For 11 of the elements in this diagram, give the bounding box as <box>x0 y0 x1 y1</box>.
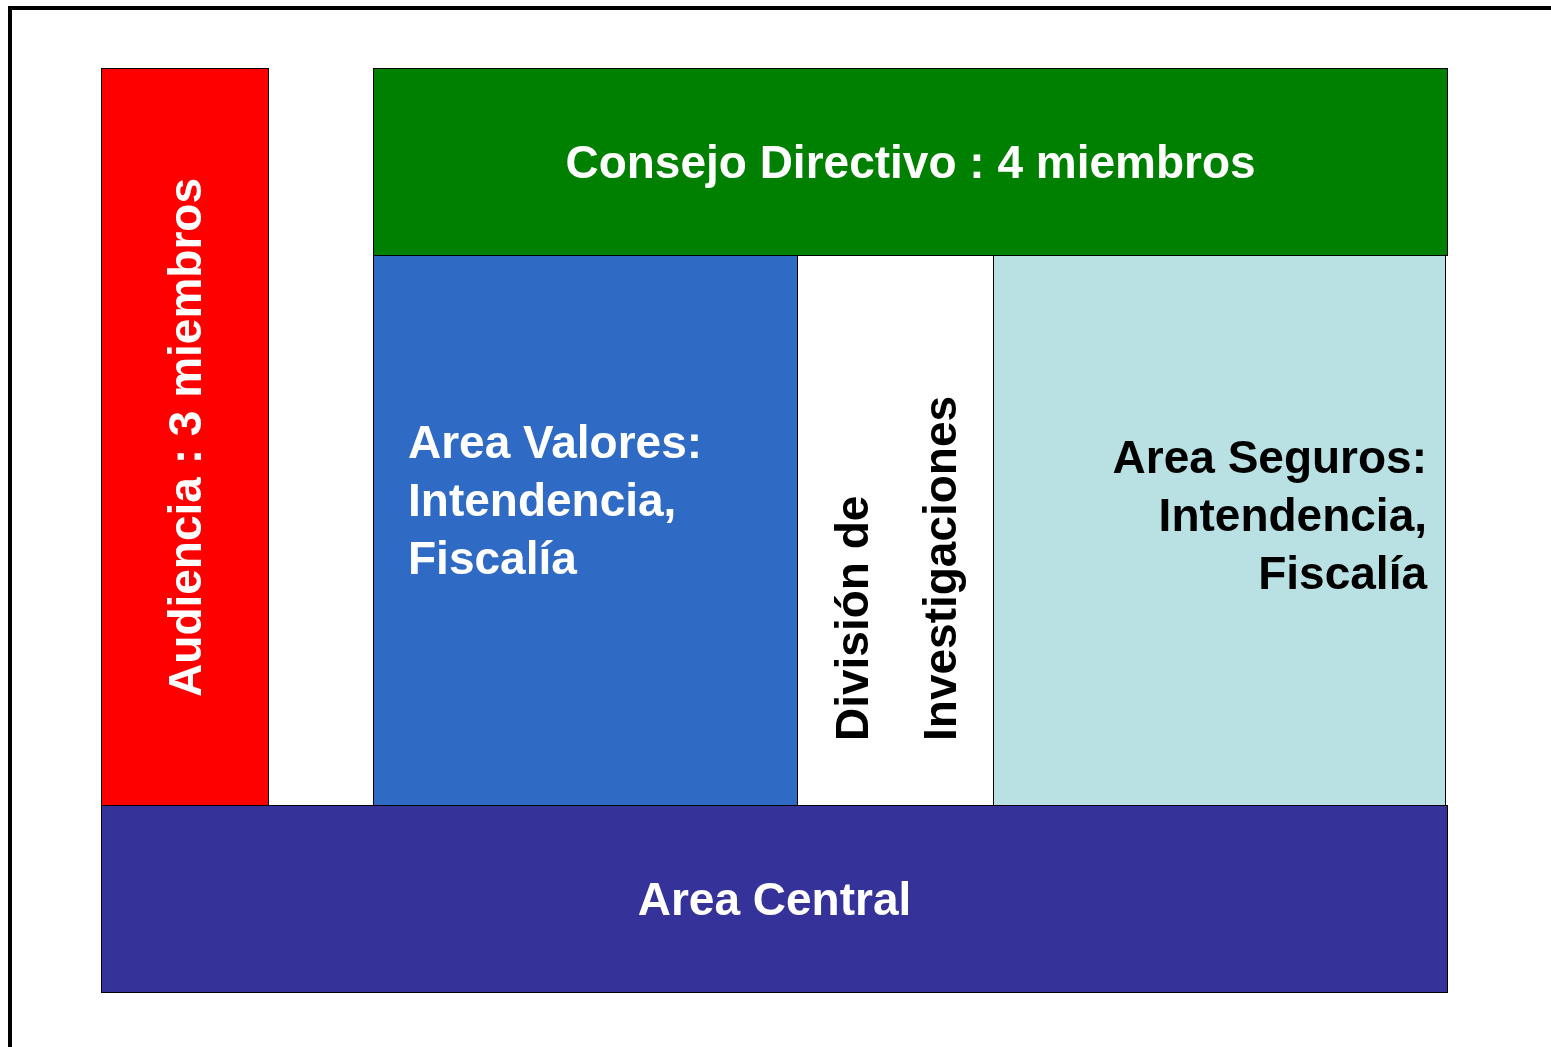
unit-label: Area Central <box>637 872 912 927</box>
org-panel-box <box>101 805 1448 993</box>
org-panel-box <box>373 255 798 806</box>
org-panel-box <box>373 68 1448 256</box>
unit-label: Area Seguros: Intendencia, Fiscalía <box>1111 430 1427 601</box>
unit-label: Consejo Directivo : 4 miembros <box>565 135 1256 190</box>
org-panel-box <box>993 255 1446 806</box>
unit-label: Audiencia : 3 miembros <box>158 177 212 697</box>
unit-label: Area Valores: Intendencia, Fiscalía <box>408 415 704 586</box>
unit-label: División de Investigaciones <box>824 394 967 741</box>
org-panel-box <box>101 68 269 806</box>
